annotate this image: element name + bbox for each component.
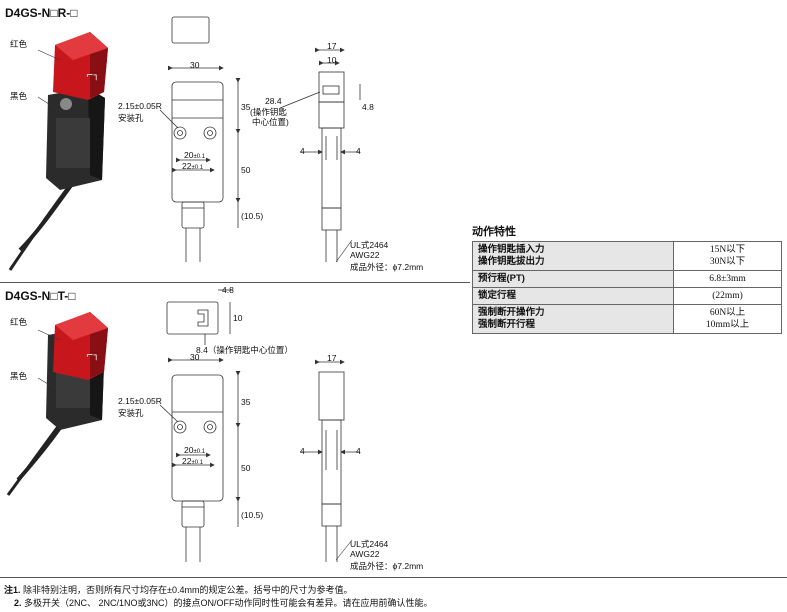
model-title-r: D4GS-N□R-□	[5, 6, 78, 20]
label-red-t: 红色	[10, 317, 28, 327]
cable-r-3: 成品外径：ϕ7.2mm	[350, 262, 424, 272]
key-center-r-1: (操作钥匙	[250, 107, 287, 117]
table-row: 预行程(PT) 6.8±3mm	[472, 270, 782, 288]
dim-t-22: 22±0.1	[182, 456, 204, 466]
label-black-t: 黑色	[10, 371, 28, 381]
svg-text:⌐┐: ⌐┐	[86, 71, 99, 81]
cable-t-2: AWG22	[350, 549, 380, 559]
dim-r-4a: 4	[300, 146, 305, 156]
hole-label-t-2: 安装孔	[118, 408, 144, 418]
dim-t-10-5: (10.5)	[241, 510, 264, 520]
hole-label-r-1: 2.15±0.05R	[118, 101, 162, 111]
note-2: 2. 多极开关（2NC、 2NC/1NO或3NC）的接点ON/OFF动作同时性可…	[14, 598, 433, 608]
dim-t-4b: 4	[356, 446, 361, 456]
dim-r-28-4: 28.4	[265, 96, 282, 106]
product-photo-t: ⌐┐	[6, 312, 108, 496]
front-view-t	[159, 357, 241, 562]
dim-r-4b: 4	[356, 146, 361, 156]
dim-t-30: 30	[190, 352, 200, 362]
cable-t-3: 成品外径：ϕ7.2mm	[350, 561, 424, 571]
dim-r-10-5: (10.5)	[241, 211, 264, 221]
side-view-r	[279, 47, 361, 262]
hole-label-r-2: 安装孔	[118, 113, 144, 123]
dim-t-35: 35	[241, 397, 251, 407]
cable-r-2: AWG22	[350, 250, 380, 260]
dim-t-17: 17	[327, 353, 337, 363]
label-red-r: 红色	[10, 39, 28, 49]
svg-text:⌐┐: ⌐┐	[86, 351, 99, 361]
dim-t-50: 50	[241, 463, 251, 473]
spec-title: 动作特性	[472, 226, 516, 238]
dim-r-35: 35	[241, 102, 251, 112]
key-center-t: 8.4（操作钥匙中心位置）	[196, 345, 293, 355]
note-1: 注1. 除非特别注明，否则所有尺寸均存在±0.4mm的规定公差。括号中的尺寸为参…	[4, 585, 353, 595]
notes-divider	[0, 577, 787, 578]
dim-t-10: 10	[233, 313, 243, 323]
dim-t-4-8: 4.8	[222, 285, 234, 295]
dim-r-30: 30	[190, 60, 200, 70]
cable-r-1: UL式2464	[350, 240, 389, 250]
model-title-t: D4GS-N□T-□	[5, 289, 76, 303]
cable-t-1: UL式2464	[350, 539, 389, 549]
dim-r-22: 22±0.1	[182, 161, 204, 171]
dim-t-20: 20±0.1	[184, 445, 206, 455]
key-center-r-2: 中心位置)	[252, 117, 289, 127]
dim-t-4a: 4	[300, 446, 305, 456]
dim-r-50: 50	[241, 165, 251, 175]
key-slot-view-t	[166, 289, 232, 345]
dim-r-17: 17	[327, 41, 337, 51]
dim-r-10: 10	[327, 55, 337, 65]
dim-r-4-8: 4.8	[362, 102, 374, 112]
side-view-t	[300, 359, 360, 562]
product-photo-r: ⌐┐	[8, 32, 108, 271]
table-row: 锁定行程 (22mm)	[472, 287, 782, 305]
hole-label-t-1: 2.15±0.05R	[118, 396, 162, 406]
front-view-r	[159, 16, 241, 262]
section-divider	[0, 282, 470, 283]
label-black-r: 黑色	[10, 91, 28, 101]
dim-r-20: 20±0.1	[184, 150, 206, 160]
